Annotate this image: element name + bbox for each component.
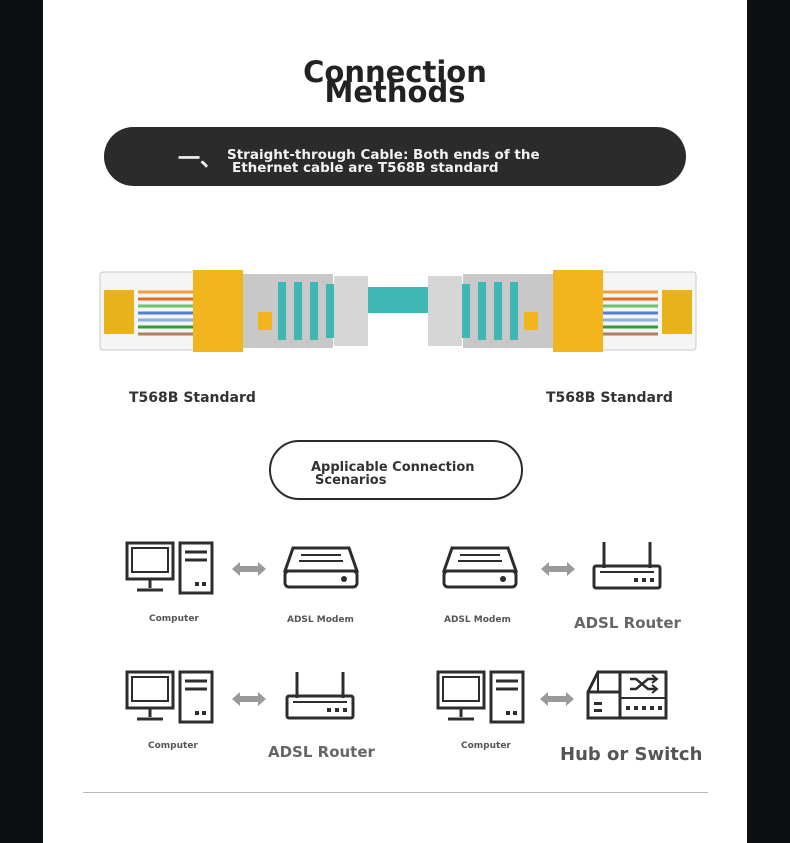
pair-4-from-label: Computer (461, 741, 511, 751)
scenarios-heading: Applicable Connection Scenarios (269, 440, 523, 500)
computer-icon (125, 541, 214, 595)
pair-3-to-label: ADSL Router (268, 743, 375, 761)
bidirectional-arrow-icon (232, 562, 266, 576)
cable-body (368, 287, 428, 313)
router-icon (285, 672, 355, 720)
banner-line-2: Ethernet cable are T568B standard (232, 160, 499, 176)
scenarios-heading-line-2: Scenarios (315, 473, 387, 488)
left-standard-label: T568B Standard (129, 390, 256, 406)
bidirectional-arrow-icon (541, 562, 575, 576)
bidirectional-arrow-icon (540, 692, 574, 706)
bidirectional-arrow-icon (232, 692, 266, 706)
pair-3-from-label: Computer (148, 741, 198, 751)
scenarios-heading-line-1: Applicable Connection (311, 460, 475, 475)
left-rj45-plug (99, 270, 368, 352)
ethernet-cable-illustration (99, 270, 697, 352)
title-line-2: Methods (324, 75, 466, 109)
bottom-divider (83, 792, 708, 793)
computer-icon (125, 670, 214, 724)
modem-icon (283, 546, 359, 589)
pair-2-from-label: ADSL Modem (444, 615, 511, 625)
pair-1-from-label: Computer (149, 614, 199, 624)
banner-numeral: 一、 (178, 147, 223, 172)
page-title: Connection Methods (43, 55, 747, 109)
banner-line-1: Straight-through Cable: Both ends of the (227, 147, 540, 163)
pair-1-to-label: ADSL Modem (287, 615, 354, 625)
right-rj45-plug (428, 270, 697, 352)
switch-icon (586, 670, 668, 720)
right-standard-label: T568B Standard (546, 390, 673, 406)
product-sheet: Connection Methods 一、 Straight-through C… (43, 0, 747, 843)
computer-icon (436, 670, 525, 724)
router-icon (592, 542, 662, 590)
info-banner: 一、 Straight-through Cable: Both ends of … (104, 127, 686, 186)
modem-icon (442, 546, 518, 589)
pair-2-to-label: ADSL Router (574, 614, 681, 632)
title-line-1: Connection (303, 55, 487, 89)
pair-4-to-label: Hub or Switch (560, 744, 703, 765)
